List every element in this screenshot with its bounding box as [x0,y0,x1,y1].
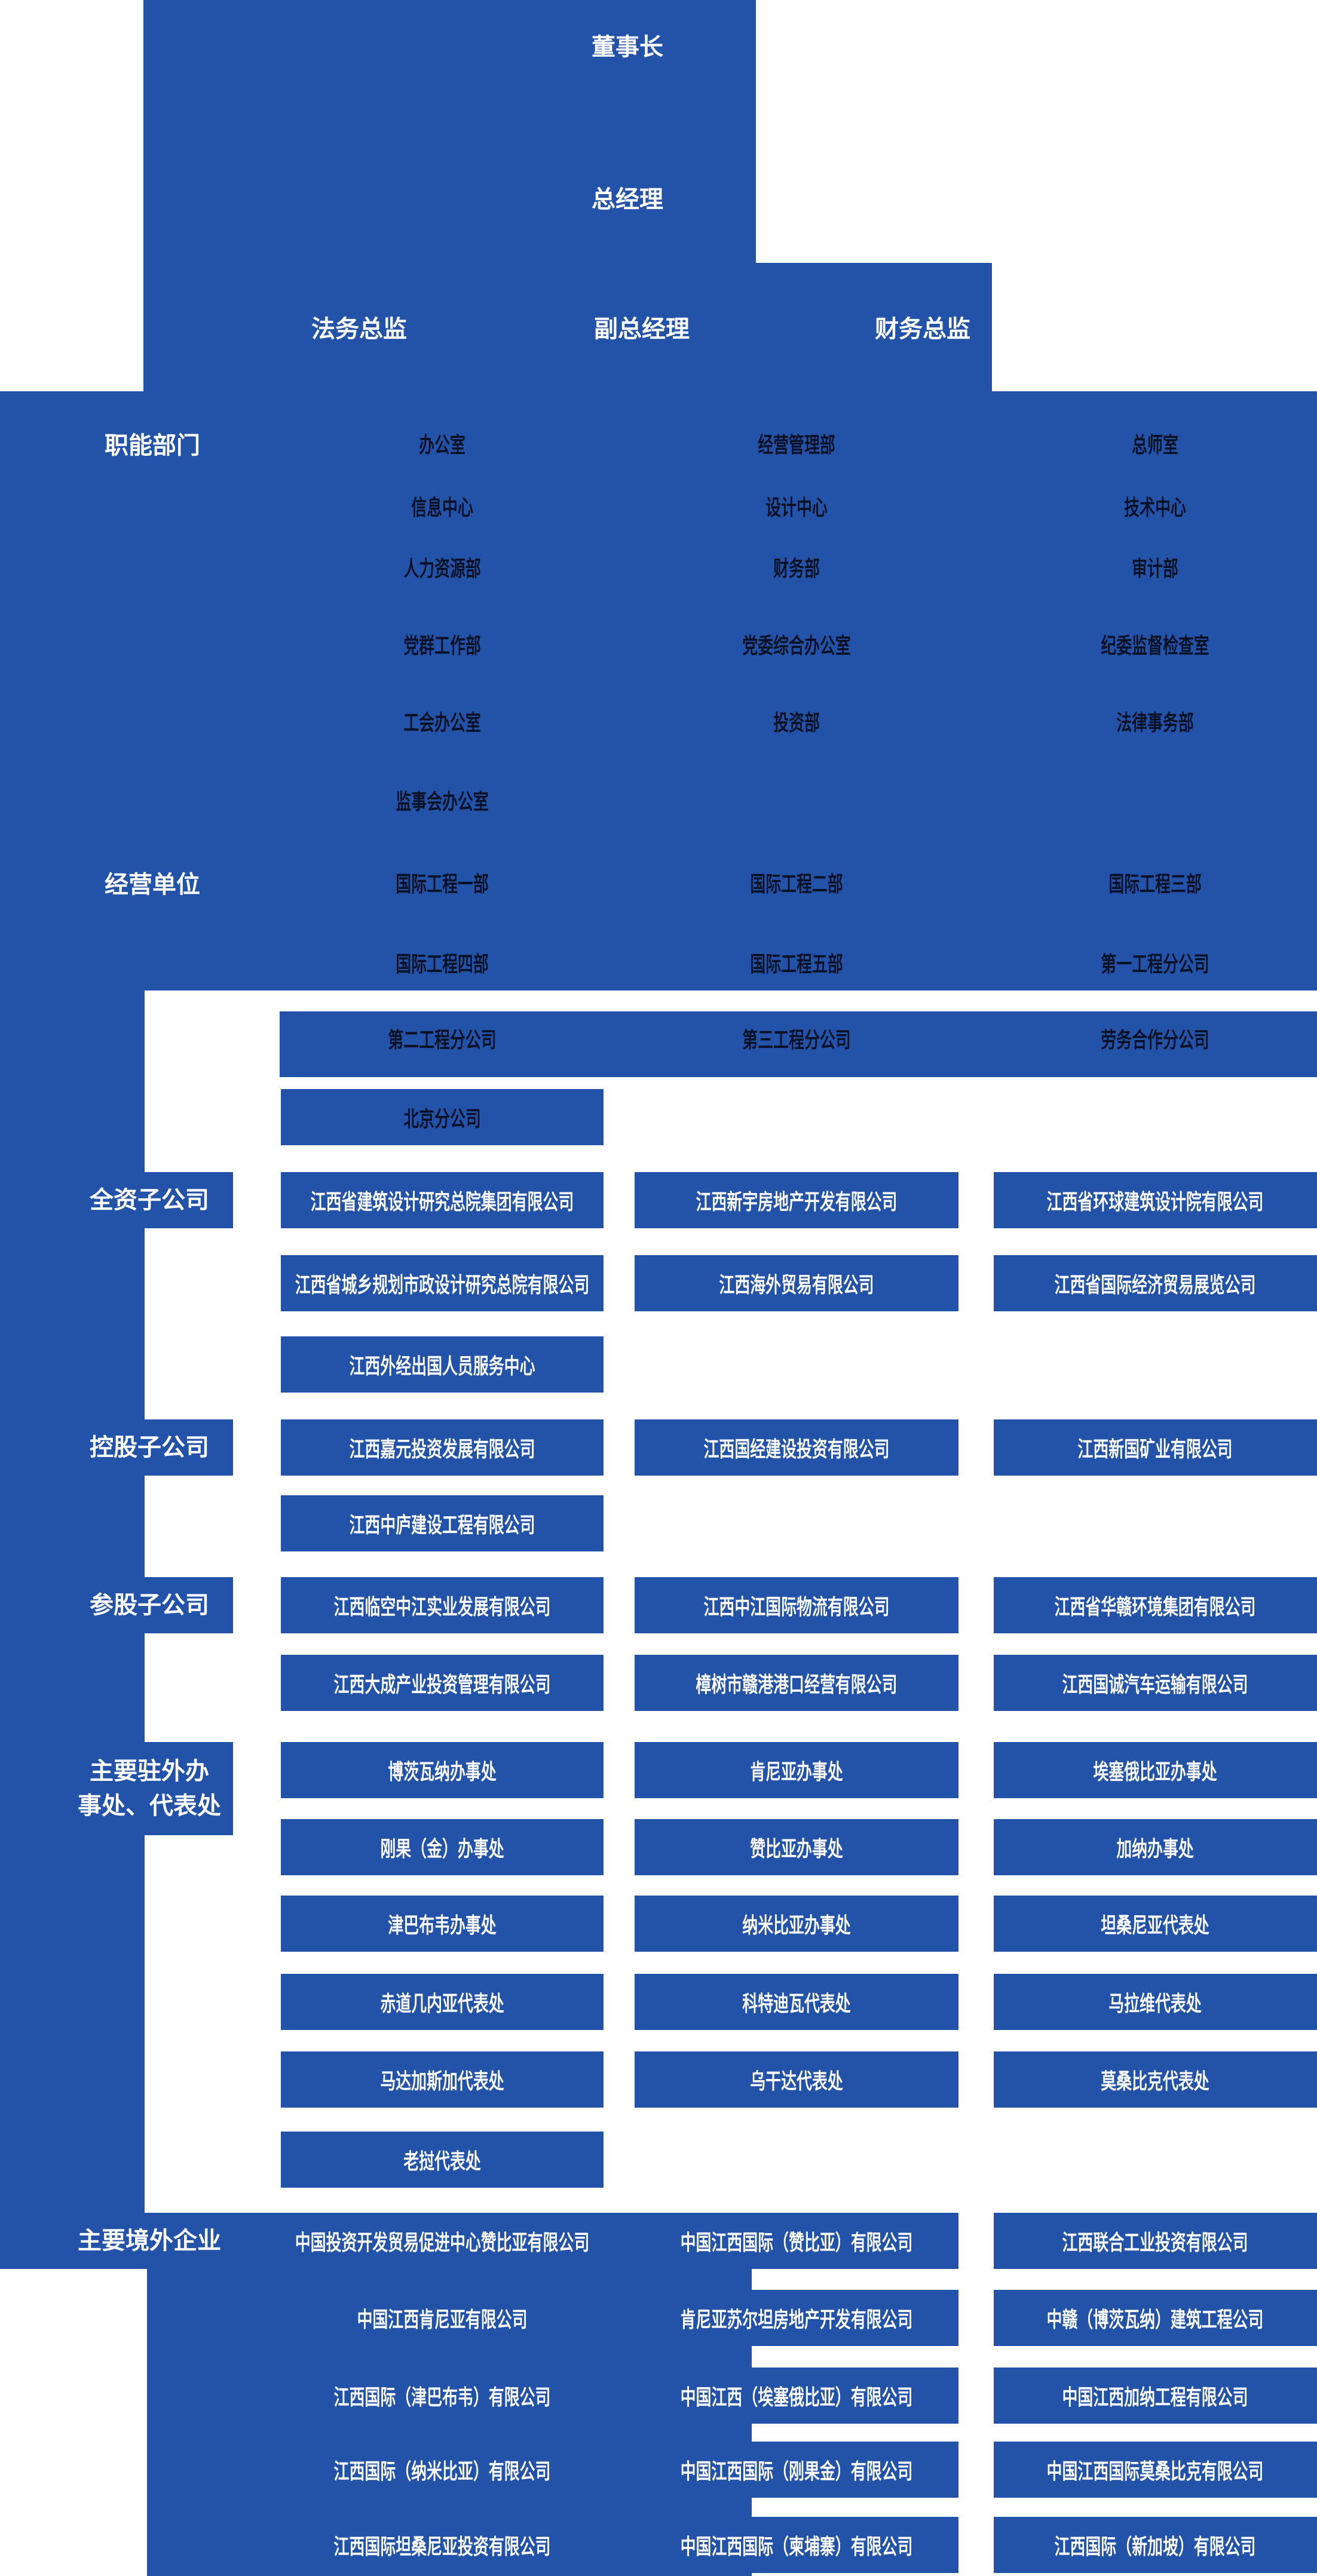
company-box: 江西省华赣环境集团有限公司 [994,1577,1317,1633]
section-label-holding: 控股子公司 [0,1419,233,1476]
overseas-box: 江西国际（纳米比亚）有限公司 [281,2442,604,2498]
unit-cell: 国际工程二部 [750,872,843,896]
company-box: 江西海外贸易有限公司 [635,1255,958,1311]
section-label-functional: 职能部门 [105,433,200,459]
company-box: 江西中庐建设工程有限公司 [281,1495,604,1551]
dept-cell: 工会办公室 [403,710,481,735]
office-box: 肯尼亚办事处 [635,1742,958,1798]
office-box: 纳米比亚办事处 [635,1896,958,1952]
unit-cell: 北京分公司 [281,1089,604,1145]
overseas-box: 中国江西国际（赞比亚）有限公司 [635,2213,958,2269]
unit-cell: 国际工程三部 [1108,872,1202,896]
band-branch-row [280,1011,1317,1077]
overseas-box: 中赣（博茨瓦纳）建筑工程公司 [994,2290,1317,2346]
company-box: 江西省环球建筑设计院有限公司 [994,1172,1317,1228]
overseas-box: 中国江西肯尼亚有限公司 [281,2290,604,2346]
overseas-box: 中国投资开发贸易促进中心赞比亚有限公司 [281,2213,604,2269]
dept-cell: 法律事务部 [1116,710,1195,735]
deputy-gm-title: 副总经理 [594,316,690,342]
office-box: 加纳办事处 [994,1819,1317,1875]
office-box: 埃塞俄比亚办事处 [994,1742,1317,1798]
company-box: 江西省城乡规划市政设计研究总院有限公司 [281,1255,604,1311]
unit-cell: 国际工程一部 [396,872,489,896]
office-box: 津巴布韦办事处 [281,1896,604,1952]
company-box: 江西临空中江实业发展有限公司 [281,1577,604,1633]
dept-cell: 经营管理部 [758,433,835,457]
overseas-box: 中国江西国际（柬埔寨）有限公司 [635,2517,958,2573]
overseas-box: 江西国际坦桑尼亚投资有限公司 [281,2517,604,2573]
office-box: 坦桑尼亚代表处 [994,1896,1317,1952]
company-box: 江西大成产业投资管理有限公司 [281,1655,604,1711]
overseas-box: 中国江西国际莫桑比克有限公司 [994,2442,1317,2498]
unit-cell: 国际工程四部 [396,952,489,976]
unit-cell: 国际工程五部 [750,952,843,976]
company-box: 江西新国矿业有限公司 [994,1419,1317,1476]
dept-cell: 办公室 [419,433,465,457]
company-box: 樟树市赣港港口经营有限公司 [635,1655,958,1711]
section-label-participating: 参股子公司 [0,1577,233,1633]
overseas-box: 中国江西（埃塞俄比亚）有限公司 [635,2368,958,2424]
company-box: 江西国经建设投资有限公司 [635,1419,958,1476]
unit-cell: 第二工程分公司 [388,1028,497,1052]
company-box: 江西外经出国人员服务中心 [281,1336,604,1393]
company-box: 江西中江国际物流有限公司 [635,1577,958,1633]
office-box: 博茨瓦纳办事处 [281,1742,604,1798]
dept-cell: 投资部 [773,710,820,735]
section-label-wholly-owned: 全资子公司 [0,1172,233,1228]
overseas-box: 江西国际（津巴布韦）有限公司 [281,2368,604,2424]
finance-director-title: 财务总监 [875,316,970,342]
dept-cell: 纪委监督检查室 [1101,633,1210,658]
band-departments [0,391,1317,990]
band-top [143,0,756,263]
unit-cell: 第一工程分公司 [1101,952,1210,976]
legal-director-title: 法务总监 [311,316,407,342]
section-label-offices: 主要驻外办事处、代表处 [0,1742,233,1835]
office-box: 科特迪瓦代表处 [635,1974,958,2030]
unit-cell: 劳务合作分公司 [1101,1028,1210,1052]
office-box: 刚果（金）办事处 [281,1819,604,1875]
dept-cell: 财务部 [773,556,820,581]
general-manager-title: 总经理 [592,186,663,213]
band-directors [143,263,992,391]
company-box: 江西嘉元投资发展有限公司 [281,1419,604,1476]
office-box: 赤道几内亚代表处 [281,1974,604,2030]
overseas-box: 中国江西国际（刚果金）有限公司 [635,2442,958,2498]
overseas-box: 肯尼亚苏尔坦房地产开发有限公司 [635,2290,958,2346]
dept-cell: 监事会办公室 [396,789,489,814]
overseas-box: 江西国际（新加坡）有限公司 [994,2517,1317,2573]
dept-cell: 人力资源部 [403,556,481,581]
company-box: 江西省国际经济贸易展览公司 [994,1255,1317,1311]
chairman-title: 董事长 [592,34,663,60]
dept-cell: 总师室 [1132,433,1179,457]
section-label-overseas: 主要境外企业 [0,2213,233,2269]
office-box: 老挝代表处 [281,2132,604,2188]
dept-cell: 党群工作部 [403,633,481,658]
office-box: 马拉维代表处 [994,1974,1317,2030]
office-box: 赞比亚办事处 [635,1819,958,1875]
section-label-business: 经营单位 [105,872,200,898]
overseas-box: 中国江西加纳工程有限公司 [994,2368,1317,2424]
company-box: 江西国诚汽车运输有限公司 [994,1655,1317,1711]
office-box: 乌干达代表处 [635,2051,958,2108]
dept-cell: 党委综合办公室 [742,633,851,658]
office-box: 马达加斯加代表处 [281,2051,604,2108]
office-box: 莫桑比克代表处 [994,2051,1317,2108]
unit-cell: 第三工程分公司 [742,1028,851,1052]
company-box: 江西新宇房地产开发有限公司 [635,1172,958,1228]
company-box: 江西省建筑设计研究总院集团有限公司 [281,1172,604,1228]
dept-cell: 信息中心 [411,495,473,520]
overseas-box: 江西联合工业投资有限公司 [994,2213,1317,2269]
dept-cell: 技术中心 [1124,495,1187,520]
dept-cell: 审计部 [1132,556,1179,581]
dept-cell: 设计中心 [765,495,828,520]
